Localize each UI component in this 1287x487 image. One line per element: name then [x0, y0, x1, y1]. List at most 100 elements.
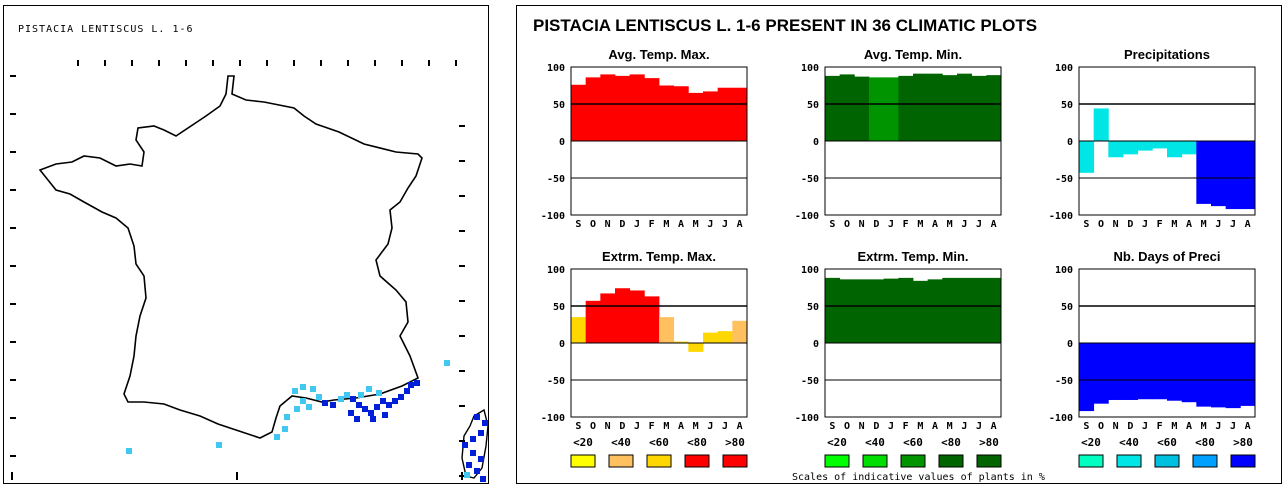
scale-swatch — [938, 454, 964, 468]
month-label: F — [903, 421, 909, 432]
chart-bar — [825, 277, 841, 343]
month-label: D — [1127, 421, 1133, 432]
month-label: F — [1157, 421, 1163, 432]
month-label: O — [844, 219, 850, 230]
month-label: A — [1245, 421, 1251, 432]
chart-bar — [717, 87, 733, 141]
scale-swatch — [900, 454, 926, 468]
chart-bar — [883, 278, 899, 343]
chart-bar — [615, 75, 631, 141]
y-tick-label: 50 — [1061, 100, 1073, 111]
occurrence-point — [310, 386, 316, 392]
chart-bar — [703, 91, 719, 141]
occurrence-point — [368, 410, 374, 416]
chart-bar — [942, 277, 958, 343]
scale-swatch — [646, 454, 672, 468]
scale-caption: Scales of indicative values of plants in… — [792, 472, 1045, 483]
month-label: S — [829, 219, 835, 230]
chart-title: Nb. Days of Preci — [1114, 249, 1221, 264]
chart-bar — [1123, 141, 1139, 155]
month-label: F — [1157, 219, 1163, 230]
y-tick-label: 0 — [813, 339, 819, 350]
occurrence-point — [386, 402, 392, 408]
y-tick-label: 0 — [1067, 137, 1073, 148]
chart-bar — [898, 277, 914, 343]
y-tick-label: -100 — [1049, 211, 1073, 222]
month-label: D — [873, 421, 879, 432]
chart-bar — [1211, 141, 1227, 207]
chart-bar — [1167, 141, 1183, 158]
chart-bar — [927, 73, 943, 141]
month-label: J — [1142, 421, 1148, 432]
occurrence-point — [474, 468, 480, 474]
chart-bar — [629, 290, 645, 343]
y-tick-label: -50 — [1055, 376, 1073, 387]
month-label: O — [590, 421, 596, 432]
y-tick-label: -100 — [541, 413, 565, 424]
chart-bar — [1108, 141, 1124, 158]
chart-bar — [986, 75, 1002, 141]
occurrence-point — [466, 462, 472, 468]
chart-bar — [732, 87, 748, 141]
month-label: A — [932, 421, 938, 432]
month-label: N — [1113, 219, 1119, 230]
chart-title: Precipitations — [1124, 47, 1210, 62]
month-label: J — [976, 421, 982, 432]
y-tick-label: 0 — [1067, 339, 1073, 350]
y-tick-label: 50 — [553, 100, 565, 111]
chart-bar — [1225, 141, 1241, 210]
y-tick-label: -100 — [1049, 413, 1073, 424]
scale-swatch — [862, 454, 888, 468]
chart-title: Extrm. Temp. Min. — [858, 249, 969, 264]
month-label: A — [678, 421, 684, 432]
month-label: A — [932, 219, 938, 230]
y-tick-label: 100 — [1055, 265, 1073, 276]
occurrence-point — [414, 380, 420, 386]
occurrence-point — [444, 360, 450, 366]
indicative-scale-2: <20<40<60<80>80 — [824, 436, 1002, 468]
scale-swatch — [608, 454, 634, 468]
distribution-map-panel: PISTACIA LENTISCUS L. 1-6 — [3, 5, 489, 484]
occurrence-point — [362, 406, 368, 412]
month-label: A — [678, 219, 684, 230]
chart-bar — [1196, 141, 1212, 204]
scale-label: <60 — [649, 436, 669, 449]
chart-bar — [717, 331, 733, 343]
y-tick-label: -50 — [801, 376, 819, 387]
main-title: PISTACIA LENTISCUS L. 1-6 PRESENT IN 36 … — [533, 16, 1038, 35]
occurrence-point — [350, 396, 356, 402]
occurrence-point — [316, 394, 322, 400]
occurrence-point — [338, 396, 344, 402]
month-label: J — [976, 219, 982, 230]
chart-bar — [839, 279, 855, 343]
chart-bar — [1225, 343, 1241, 409]
month-label: J — [707, 421, 713, 432]
occurrence-point — [300, 384, 306, 390]
scale-label: <80 — [687, 436, 707, 449]
month-label: A — [991, 219, 997, 230]
occurrence-point — [478, 430, 484, 436]
chart-bar — [1137, 343, 1153, 400]
chart-bar — [1240, 343, 1256, 406]
month-label: S — [829, 421, 835, 432]
y-tick-label: 50 — [807, 302, 819, 313]
occurrence-point — [464, 472, 470, 478]
occurrence-point — [330, 402, 336, 408]
month-label: J — [634, 421, 640, 432]
scale-label: <40 — [1119, 436, 1139, 449]
chart-bar — [1152, 141, 1168, 149]
month-label: M — [1201, 421, 1207, 432]
chart-bar — [1196, 343, 1212, 407]
month-label: O — [1098, 219, 1104, 230]
scale-label: <20 — [573, 436, 593, 449]
month-label: A — [1245, 219, 1251, 230]
y-tick-label: 0 — [559, 339, 565, 350]
month-label: D — [873, 219, 879, 230]
y-tick-label: -50 — [547, 376, 565, 387]
france-outline — [38, 75, 423, 439]
month-label: M — [947, 219, 953, 230]
month-label: J — [707, 219, 713, 230]
chart-bar — [839, 74, 855, 141]
chart-title: Avg. Temp. Min. — [864, 47, 962, 62]
